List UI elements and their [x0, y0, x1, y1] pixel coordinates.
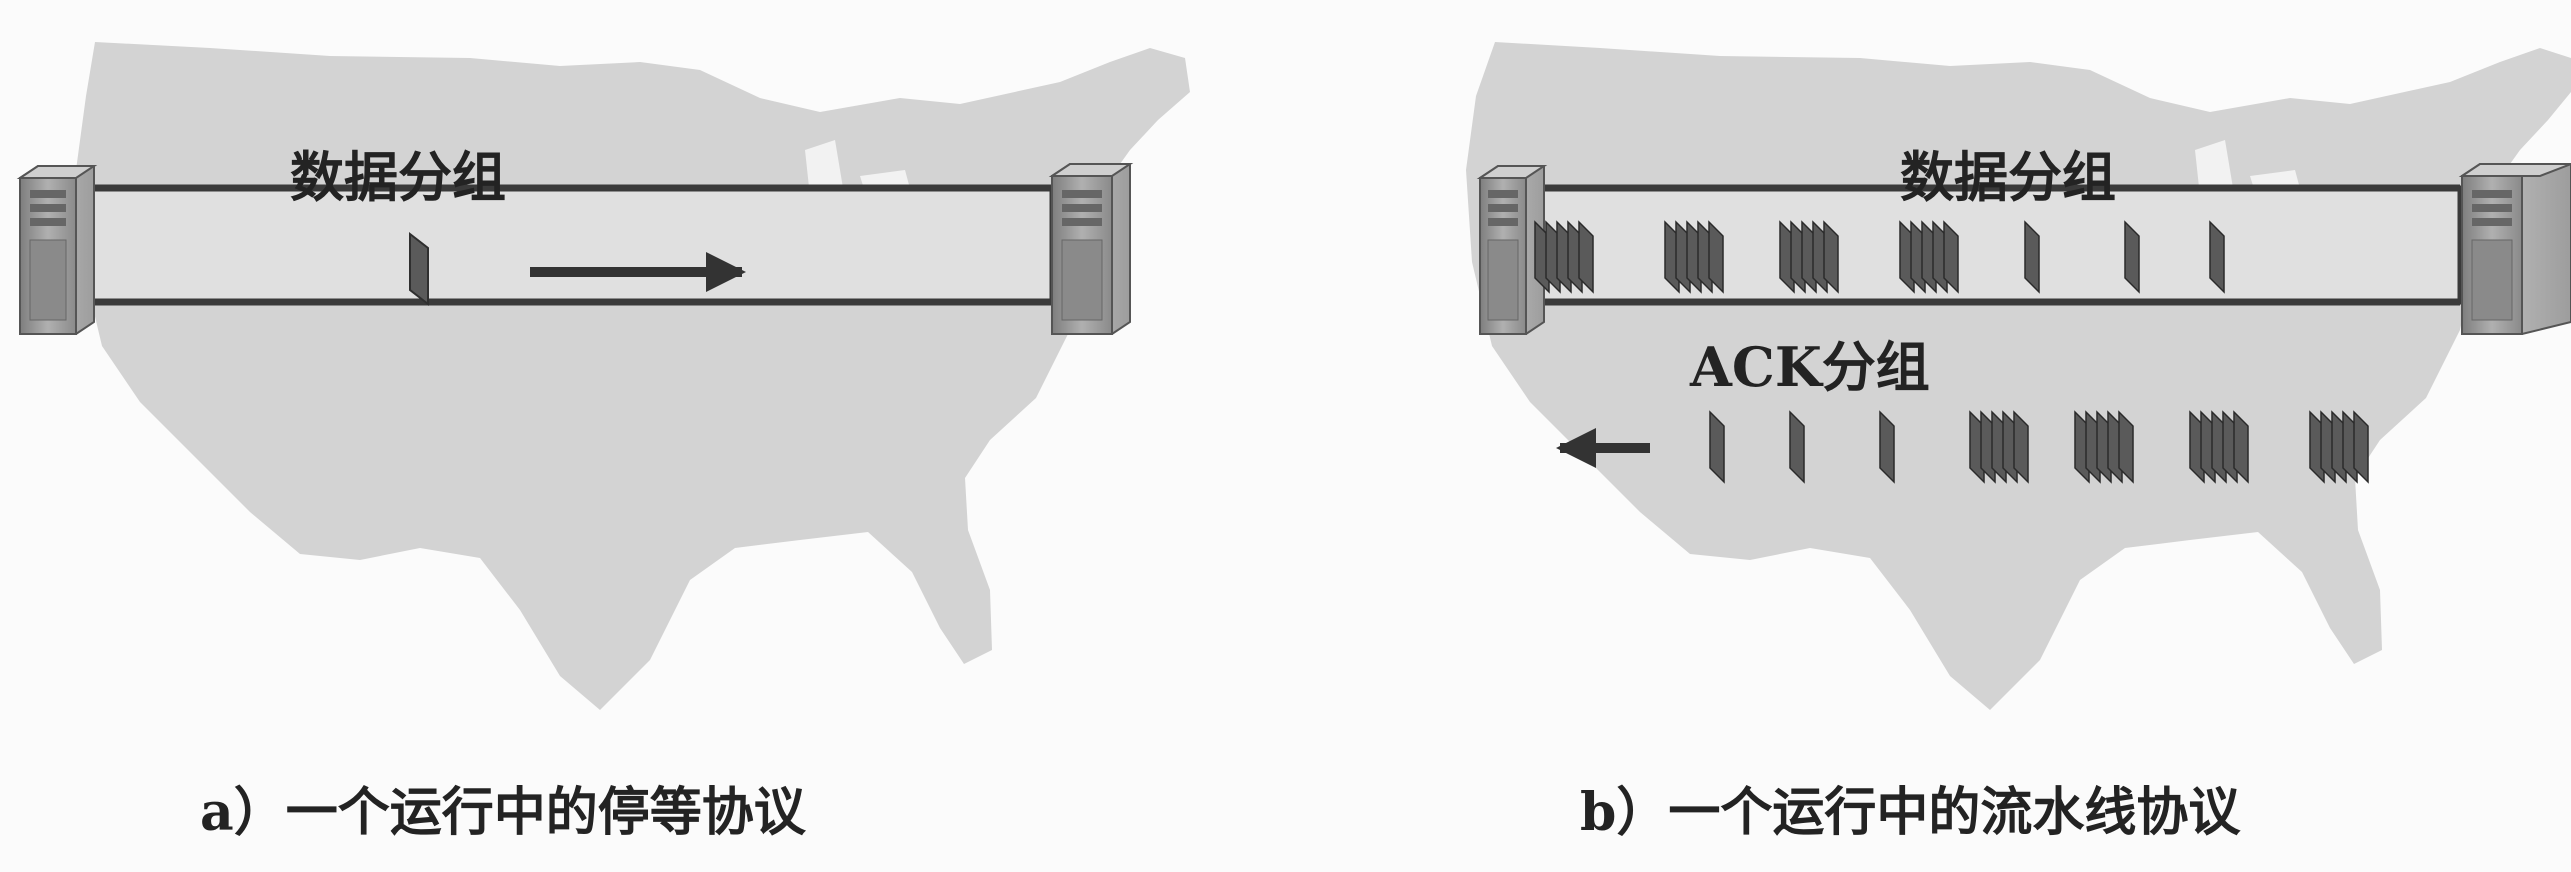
- packet: [2118, 410, 2134, 484]
- panel-a: 数据分组: [16, 42, 1190, 710]
- data-packet-label-b: 数据分组: [1900, 145, 2116, 209]
- packet: [1789, 410, 1805, 484]
- packet: [1578, 220, 1594, 294]
- packet: [2024, 220, 2040, 294]
- packet: [1709, 410, 1725, 484]
- data-packet-label-a: 数据分组: [290, 145, 506, 209]
- pipe-a: [89, 185, 1055, 305]
- caption-stop-and-wait: a）一个运行中的停等协议: [200, 782, 806, 843]
- packet: [1708, 220, 1724, 294]
- packet: [2124, 220, 2140, 294]
- packet: [2013, 410, 2029, 484]
- packet: [2353, 410, 2369, 484]
- ack-packet-label-b: ACK分组: [1689, 335, 1930, 399]
- us-map-b: [1466, 42, 2571, 710]
- us-map-a: [76, 42, 1190, 710]
- right-server-a: [1048, 163, 1134, 335]
- caption-pipelined: b）一个运行中的流水线协议: [1580, 782, 2241, 843]
- right-server-b: [2458, 163, 2571, 335]
- packet: [1879, 410, 1895, 484]
- data-packet-a: [409, 231, 429, 307]
- panel-b: 数据分组 ACK分组: [1466, 42, 2571, 710]
- left-server-a: [16, 165, 98, 335]
- packet: [1823, 220, 1839, 294]
- packet: [2209, 220, 2225, 294]
- ack-packets-b: [1709, 410, 2369, 484]
- packet: [2233, 410, 2249, 484]
- left-server-b: [1476, 165, 1548, 335]
- packet: [1943, 220, 1959, 294]
- data-packets-b: [1534, 220, 2225, 294]
